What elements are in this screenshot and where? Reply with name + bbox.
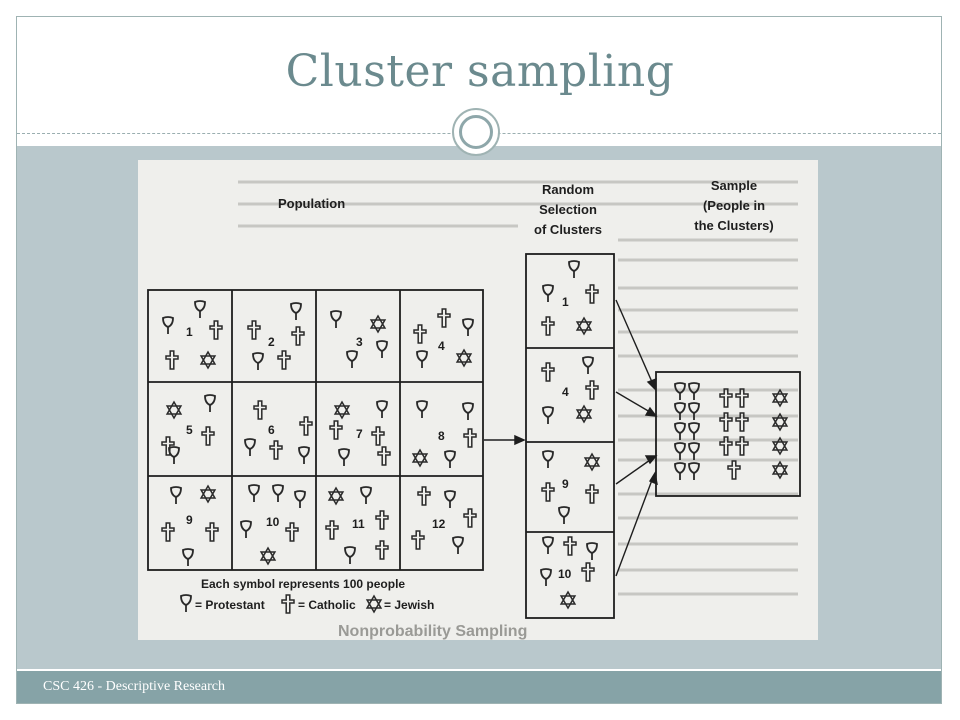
svg-text:(People in: (People in — [703, 198, 765, 213]
cluster-number: 6 — [268, 423, 275, 437]
legend-protestant: = Protestant — [195, 598, 265, 612]
population-label: Population — [278, 196, 345, 211]
legend-jewish: = Jewish — [384, 598, 434, 612]
selected-cluster-symbols — [540, 260, 600, 609]
svg-text:Selection: Selection — [539, 202, 597, 217]
slide-footer: CSC 426 - Descriptive Research — [17, 671, 941, 703]
footer-text: CSC 426 - Descriptive Research — [43, 679, 225, 694]
legend-title: Each symbol represents 100 people — [201, 577, 405, 591]
cluster-number: 7 — [356, 427, 363, 441]
divider-ring-icon — [459, 115, 493, 149]
svg-text:10: 10 — [558, 567, 572, 581]
sample-arrows — [615, 299, 658, 577]
sample-label: Sample (People in the Clusters) — [694, 178, 773, 233]
svg-text:Sample: Sample — [711, 178, 757, 193]
cluster-number: 11 — [352, 517, 365, 531]
slide-frame — [16, 16, 942, 704]
svg-text:9: 9 — [562, 477, 569, 491]
protestant-icon — [180, 594, 192, 613]
cluster-number: 9 — [186, 513, 193, 527]
cluster-numbers: 1 2 3 4 5 6 7 8 9 10 11 12 — [186, 325, 446, 531]
cluster-number: 10 — [266, 515, 280, 529]
background-heading: Nonprobability Sampling — [338, 623, 527, 640]
svg-text:1: 1 — [562, 295, 569, 309]
cluster-sampling-figure: Nonprobability Sampling Population Rando… — [138, 160, 818, 640]
legend-catholic: = Catholic — [298, 598, 356, 612]
jewish-icon — [366, 595, 382, 613]
svg-text:the Clusters): the Clusters) — [694, 218, 773, 233]
selection-column — [525, 253, 615, 619]
population-arrow — [484, 434, 526, 446]
selected-cluster-numbers: 1 4 9 10 — [558, 295, 572, 581]
cluster-number: 3 — [356, 335, 363, 349]
background-text-lines — [238, 180, 798, 596]
cluster-number: 5 — [186, 423, 193, 437]
svg-text:Random: Random — [542, 182, 594, 197]
sample-box — [655, 371, 801, 497]
sample-symbols — [674, 382, 788, 481]
cluster-number: 12 — [432, 517, 446, 531]
cluster-number: 1 — [186, 325, 193, 339]
population-symbols — [161, 300, 477, 567]
svg-text:4: 4 — [562, 385, 569, 399]
cluster-number: 2 — [268, 335, 275, 349]
legend: = Protestant = Catholic = Jewish — [180, 594, 434, 614]
cluster-number: 8 — [438, 429, 445, 443]
population-grid — [147, 289, 484, 571]
catholic-icon — [281, 594, 295, 614]
svg-text:of Clusters: of Clusters — [534, 222, 602, 237]
cluster-number: 4 — [438, 339, 445, 353]
figure-svg: Nonprobability Sampling Population Rando… — [147, 178, 801, 640]
selection-label: Random Selection of Clusters — [534, 182, 602, 237]
slide-title: Cluster sampling — [285, 46, 675, 97]
